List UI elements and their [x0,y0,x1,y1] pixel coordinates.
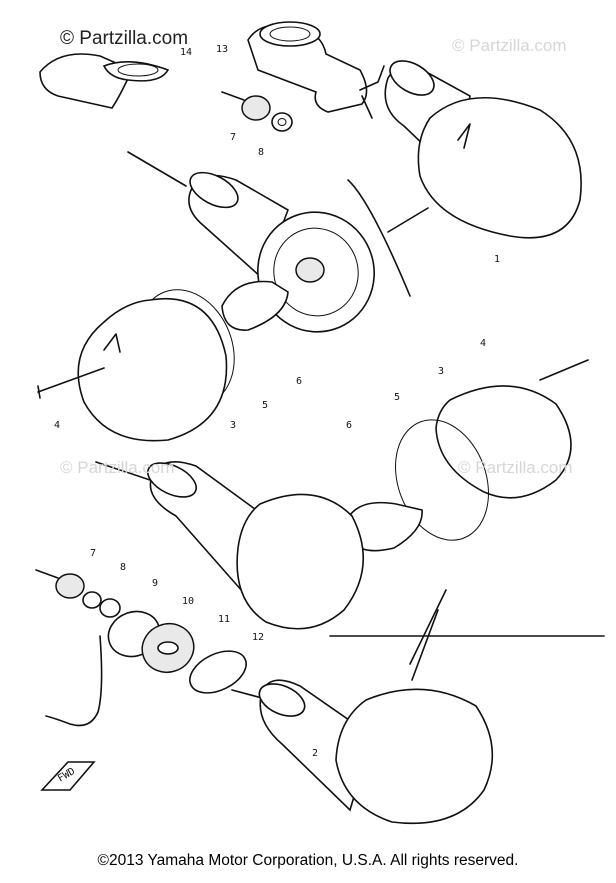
callout-10: 10 [182,596,194,607]
part-7-nut-lower [35,569,85,599]
callout-2: 2 [312,748,318,759]
callout-6-top: 6 [296,376,302,387]
lower-wire-lead [45,635,103,727]
part-5-gasket-right [395,419,489,541]
part-6-bulb-lower [347,501,423,552]
lower-lamp-bowl [236,493,365,630]
watermark-faint: © Partzilla.com [452,36,567,55]
callout-11: 11 [218,614,230,625]
bracket-lines [329,179,605,681]
callout-8-top: 8 [258,147,264,158]
part-3-lens-left [77,298,228,442]
callout-7-lower: 7 [90,548,96,559]
callout-4-right: 4 [480,338,486,349]
callout-9: 9 [152,578,158,589]
callout-13: 13 [216,44,228,55]
callout-8-lower: 8 [120,562,126,573]
watermark-faint: © Partzilla.com [60,458,175,477]
callout-1: 1 [494,254,500,265]
part-12-plate [189,650,247,694]
part-6-bulb-top [221,280,289,331]
lamp-base-plate [257,211,375,333]
part-4-screw-right [539,359,589,381]
callout-6-lower: 6 [346,420,352,431]
part-14-cover [39,53,170,109]
part-1-lamp-assembly [384,60,582,239]
part-4-screw-left [37,367,105,399]
part-8-washer-top [271,112,293,132]
part-3-lens-right [435,385,572,499]
callout-3-left: 3 [230,420,236,431]
part-7-nut-top [221,91,271,121]
part-2-lamp-assembly [231,679,494,825]
callout-5-left: 5 [262,400,268,411]
callout-12: 12 [252,632,264,643]
part-11-damper [141,623,195,673]
callout-3-right: 3 [438,366,444,377]
part-9-washer [99,598,121,618]
copyright-notice: ©2013 Yamaha Motor Corporation, U.S.A. A… [97,852,519,869]
callout-7-top: 7 [230,132,236,143]
callout-4-left: 4 [54,420,60,431]
callout-14: 14 [180,47,192,58]
fwd-direction-arrow: FWD [40,761,96,791]
part-13-bracket [247,21,385,119]
callout-5-right: 5 [394,392,400,403]
watermark-faint: © Partzilla.com [458,458,573,477]
part-8-washer-lower [82,591,102,609]
watermark-main: © Partzilla.com [60,28,189,49]
